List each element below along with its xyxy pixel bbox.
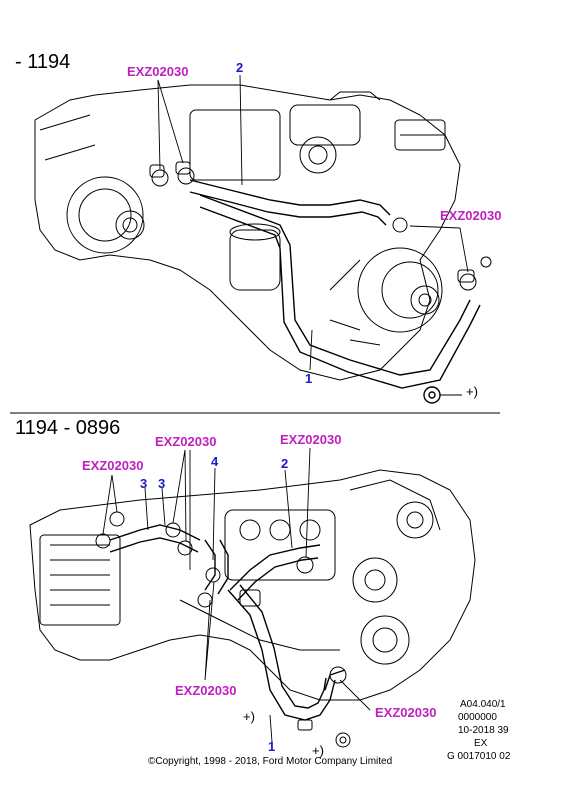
item-callout-1-bottom: 1 [268, 739, 276, 754]
range-label-bottom: 1194 - 0896 [15, 417, 121, 439]
reference-line-5: G 0017010 02 [447, 751, 511, 762]
item-callout-3b: 3 [158, 476, 166, 491]
part-callout-bottom-lower-left: EXZ02030 [175, 683, 237, 698]
note-marker-bottom-b: +) [312, 743, 324, 758]
copyright-notice: ©Copyright, 1998 - 2018, Ford Motor Comp… [148, 756, 393, 767]
part-callout-top-right: EXZ02030 [440, 208, 502, 223]
part-callout-bottom-upper-right: EXZ02030 [280, 432, 342, 447]
reference-line-1: A04.040/1 [460, 699, 506, 710]
item-callout-2-bottom: 2 [281, 456, 289, 471]
leaders-bottom [102, 447, 371, 743]
clamps-bottom [95, 511, 351, 748]
part-callout-top-left: EXZ02030 [127, 64, 189, 79]
part-callout-bottom-lower-right: EXZ02030 [375, 705, 437, 720]
leaders-top [157, 74, 469, 396]
clamp-top-left [149, 161, 195, 187]
hose-bottom [109, 524, 346, 721]
engine-block-top [34, 84, 461, 381]
item-callout-4: 4 [211, 454, 219, 469]
note-marker-top: +) [466, 384, 478, 399]
reference-block: A04.040/1 0000000 10-2018 39 EX G 001701… [447, 698, 510, 763]
reference-line-2: 0000000 [458, 712, 497, 723]
range-label-top: - 1194 [15, 51, 71, 73]
item-callout-3a: 3 [140, 476, 148, 491]
clamp-top-right [392, 217, 492, 291]
reference-line-4: EX [474, 738, 488, 749]
note-marker-bottom-a: +) [243, 709, 255, 724]
item-callout-1-top: 1 [305, 371, 313, 386]
item-callout-2-top: 2 [236, 60, 244, 75]
part-callout-bottom-upper-mid: EXZ02030 [155, 434, 217, 449]
reference-line-3: 10-2018 39 [458, 725, 509, 736]
part-callout-bottom-left: EXZ02030 [82, 458, 144, 473]
